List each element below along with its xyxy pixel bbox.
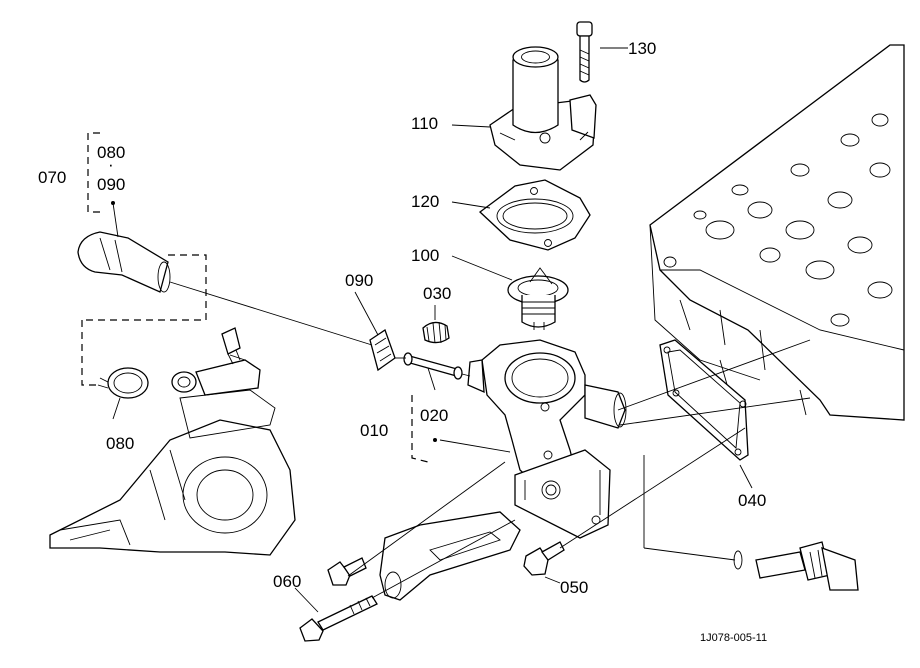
label-080-upper: 080 — [97, 143, 125, 162]
thermostat-housing-010 — [467, 339, 627, 539]
label-100: 100 — [411, 246, 439, 265]
label-090-upper: 090 — [97, 175, 125, 194]
label-110: 110 — [411, 114, 438, 133]
plug-030 — [422, 321, 450, 344]
label-130: 130 — [628, 39, 656, 58]
bolt-130 — [576, 21, 593, 83]
temperature-sensor — [733, 541, 859, 591]
leader-lines — [111, 47, 811, 613]
bypass-pipe — [379, 511, 521, 601]
dashed-brackets — [81, 132, 429, 463]
label-050: 050 — [560, 578, 588, 597]
label-020: 020 — [420, 406, 448, 425]
thermostat-100 — [507, 267, 569, 330]
gasket-120 — [478, 179, 591, 251]
sleeve-020 — [403, 352, 463, 380]
label-010: 010 — [360, 421, 388, 440]
clip-090 — [369, 328, 396, 372]
thermostat-cover-110 — [489, 46, 597, 171]
label-120: 120 — [411, 192, 439, 211]
label-090-center: 090 — [345, 271, 373, 290]
bolt-060-short — [327, 557, 367, 586]
hose-clamp-080 — [97, 367, 149, 399]
drawing-code: 1J078-005-11 — [700, 632, 767, 644]
water-pump-housing — [49, 389, 296, 556]
gasket-040 — [659, 339, 749, 461]
label-060: 060 — [273, 572, 301, 591]
label-070: 070 — [38, 168, 66, 187]
label-030: 030 — [423, 284, 451, 303]
separator-dot: · — [108, 155, 114, 174]
pipe-fitting — [171, 327, 261, 396]
label-080-lower: 080 — [106, 434, 134, 453]
bolt-050 — [523, 541, 565, 576]
engine-block — [649, 44, 905, 421]
label-040: 040 — [738, 491, 766, 510]
bolt-060-long — [299, 595, 378, 642]
hose-070 — [77, 231, 171, 293]
